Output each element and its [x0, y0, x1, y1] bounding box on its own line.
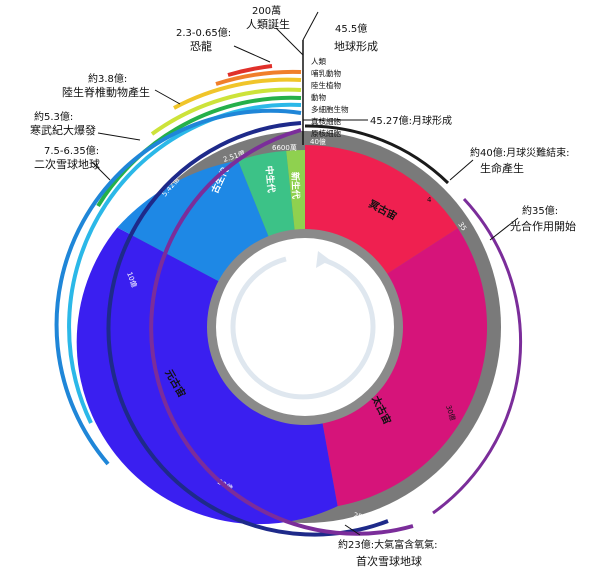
ring-tick-6600: 6600萬 [272, 143, 297, 152]
ann-land-vertebrates-2: 陸生脊椎動物產生 [62, 85, 150, 99]
ann-snowball2-2: 二次雪球地球 [34, 157, 100, 171]
ann-moon-end-1: 約40億:月球災難結束: [470, 146, 569, 159]
arc-green [96, 95, 302, 208]
leader-earth [302, 11, 319, 41]
ann-land-vertebrates-1: 約3.8億: [88, 72, 127, 85]
arc-land-plants [173, 77, 302, 110]
lineage-3: 動物 [311, 92, 326, 102]
ann-oxygen-1: 約23億:大氣富含氧氣: [338, 538, 437, 551]
ring-tick-35: 35 [456, 221, 468, 233]
ann-moon-end-2: 生命產生 [480, 161, 524, 175]
inner-tick-hadean: 4 [427, 196, 432, 204]
sector-proterozoic [76, 227, 338, 525]
ann-cambrian-1: 約5.3億: [34, 110, 73, 123]
leader-snowball2 [91, 161, 111, 181]
arc-right-black [304, 124, 450, 185]
leader-photosynthesis [489, 217, 519, 241]
ann-humans-2: 人類誕生 [246, 17, 290, 31]
arc-mammals [215, 69, 302, 86]
arc-animals [150, 87, 302, 136]
lineage-2: 陸生植物 [311, 80, 341, 90]
arc-purple [149, 128, 414, 536]
arc-right-purple [432, 197, 523, 515]
leader-oxygen [344, 524, 361, 536]
ann-snowball2-1: 7.5-6.35億: [44, 144, 99, 157]
lineage-6: 原核細胞 [311, 128, 341, 138]
time-cycle-arrow [230, 256, 376, 400]
leader-cambrian [97, 132, 141, 141]
ann-dinosaurs-2: 恐龍 [190, 39, 212, 53]
ann-humans-1: 200萬 [252, 4, 281, 17]
leader-dinosaurs [233, 45, 271, 63]
arc-blue-mid [54, 108, 302, 466]
lineage-list: 人類 哺乳動物 陸生植物 動物 多細胞生物 真核細胞 原核細胞 [311, 56, 349, 138]
ann-photosynthesis-1: 約35億: [522, 204, 558, 217]
lineage-0: 人類 [311, 56, 326, 66]
label-cenozoic: 新生代 [289, 172, 302, 199]
ann-cambrian-2: 寒武紀大爆發 [30, 123, 96, 137]
ann-photosynthesis-2: 光合作用開始 [510, 219, 576, 233]
ann-dinosaurs-1: 2.3-0.65億: [176, 26, 231, 39]
ring-tick-30: 30億 [485, 400, 498, 418]
lineage-1: 哺乳動物 [311, 68, 341, 78]
lineage-5: 真核細胞 [311, 116, 341, 126]
leader-humans [275, 27, 304, 56]
leader-moon-end [449, 159, 474, 181]
time-cycle-arrowhead [316, 251, 330, 268]
lineage-4: 多細胞生物 [311, 104, 349, 114]
leader-land-vertebrates [154, 89, 181, 105]
inner-white-disc [216, 238, 394, 416]
ann-earth-2: 地球形成 [334, 39, 378, 53]
ring-tick-25: 25億 [352, 510, 370, 523]
arc-dark-blue [106, 121, 389, 537]
ring-tick-40: 40億 [310, 137, 326, 146]
ann-moon: 45.27億:月球形成 [370, 114, 452, 127]
arc-dinosaurs [227, 64, 273, 77]
label-mesozoic: 中生代 [263, 165, 277, 193]
ann-oxygen-2: 首次雪球地球 [356, 554, 422, 568]
ann-earth-1: 45.5億 [335, 22, 367, 35]
